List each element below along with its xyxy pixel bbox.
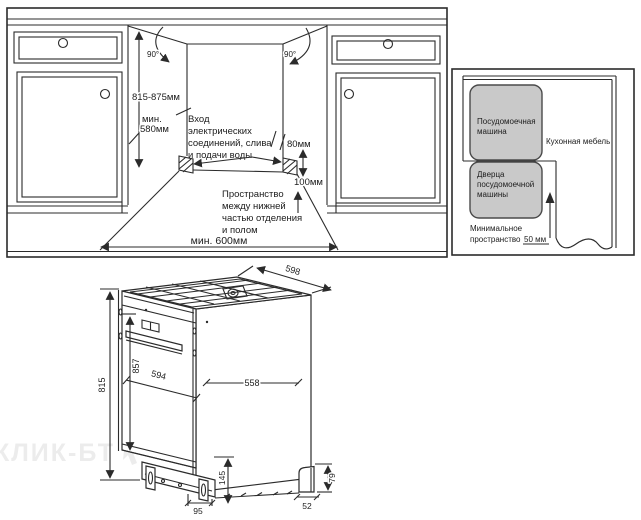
svg-text:857: 857 bbox=[131, 358, 141, 373]
left-wall-stub bbox=[178, 155, 194, 174]
right-cabinet bbox=[326, 25, 447, 214]
depth-label-2: 580мм bbox=[140, 124, 169, 135]
dim-base-height: 145 bbox=[214, 456, 234, 504]
left-cabinet bbox=[7, 25, 129, 214]
niche-width-dim: мин. 600мм bbox=[100, 234, 338, 252]
inlet-note: Вход электрических соединений, слива и п… bbox=[188, 114, 282, 168]
base-assembly bbox=[141, 461, 216, 502]
svg-text:52: 52 bbox=[302, 501, 312, 511]
furniture-label: Кухонная мебель bbox=[546, 137, 610, 146]
svg-text:598: 598 bbox=[284, 263, 301, 277]
min-space-value: 50 мм bbox=[524, 235, 546, 244]
niche-width-label: мин. 600мм bbox=[191, 235, 248, 247]
front-left-foot bbox=[145, 465, 156, 491]
dimensions-drawing: 815 857 594 558 bbox=[96, 262, 339, 518]
svg-text:Вход: Вход bbox=[188, 114, 210, 125]
angle-marks: 90° 90° bbox=[146, 26, 311, 65]
top-hole bbox=[227, 288, 239, 298]
svg-text:между нижней: между нижней bbox=[222, 201, 286, 212]
floor-note: Пространство между нижней частью отделен… bbox=[222, 189, 303, 236]
door-label-2: посудомоечной bbox=[477, 180, 534, 189]
svg-text:95: 95 bbox=[193, 506, 203, 516]
svg-text:815: 815 bbox=[97, 377, 107, 392]
door-knob bbox=[99, 88, 111, 100]
rear-foot bbox=[298, 465, 315, 493]
inlet-leader bbox=[193, 156, 282, 168]
furniture-outline bbox=[462, 75, 617, 250]
depth-label-1: мин. bbox=[142, 114, 162, 125]
top-frame-details bbox=[123, 278, 303, 314]
door-label-3: машины bbox=[477, 190, 508, 199]
control-display bbox=[141, 319, 160, 333]
break-curve bbox=[555, 237, 613, 250]
dim-foot-height: 79 bbox=[315, 463, 339, 493]
dim-80-label: 80мм bbox=[287, 139, 311, 150]
dim-overall-height: 815 bbox=[96, 288, 140, 481]
clearance-diagram: Посудомоечная машина Дверца посудомоечно… bbox=[451, 68, 635, 256]
dishwasher-label-2: машина bbox=[477, 127, 507, 136]
installation-frame bbox=[6, 7, 448, 258]
door-knob bbox=[343, 88, 355, 100]
min-space-label-2: пространство bbox=[470, 235, 521, 244]
front-door-details bbox=[117, 290, 209, 490]
front-right-foot bbox=[198, 478, 209, 502]
angle-right-label: 90° bbox=[284, 50, 296, 59]
angle-left-label: 90° bbox=[147, 50, 159, 59]
min-space-dim: Минимальное пространство 50 мм bbox=[470, 192, 555, 245]
drawer-knob bbox=[57, 37, 69, 49]
watermark-text: КЛИК-БТ bbox=[0, 438, 115, 467]
min-space-label-1: Минимальное bbox=[470, 224, 523, 233]
svg-text:частью отделения: частью отделения bbox=[222, 213, 302, 224]
dim-base-offset: 95 bbox=[184, 494, 216, 518]
dim-door-height: 857 bbox=[122, 313, 143, 451]
dishwasher-door-block bbox=[469, 161, 543, 219]
side-panel bbox=[195, 294, 312, 493]
niche-height-dim: 815-875мм bbox=[131, 31, 181, 168]
dim-body-depth: 558 bbox=[202, 377, 303, 390]
svg-text:и подачи воды: и подачи воды bbox=[188, 150, 252, 161]
svg-text:и полом: и полом bbox=[222, 225, 258, 236]
dim-foot-width: 52 bbox=[293, 493, 321, 513]
clearance-frame bbox=[451, 68, 635, 256]
svg-text:Пространство: Пространство bbox=[222, 189, 284, 200]
up-arrow-icon bbox=[545, 192, 555, 203]
dishwasher-label-1: Посудомоечная bbox=[477, 117, 536, 126]
right-wall-stub bbox=[282, 157, 298, 176]
svg-text:558: 558 bbox=[244, 378, 259, 388]
svg-text:соединений, слива: соединений, слива bbox=[188, 138, 272, 149]
ground-and-rear-foot bbox=[214, 465, 315, 499]
drawer-knob bbox=[382, 38, 394, 50]
niche-height-label: 815-875мм bbox=[132, 92, 180, 103]
gap-dims: 80мм 100мм bbox=[270, 130, 324, 190]
svg-text:145: 145 bbox=[217, 471, 227, 485]
niche-depth-dim: мин. 580мм bbox=[128, 107, 192, 145]
svg-text:электрических: электрических bbox=[188, 126, 252, 137]
door-label-1: Дверца bbox=[477, 170, 505, 179]
installation-diagram: 90° 90° 815-875мм мин. 580мм Вход электр… bbox=[6, 7, 448, 258]
dim-100-label: 100мм bbox=[294, 177, 323, 188]
dishwasher-block bbox=[469, 84, 543, 161]
svg-text:79: 79 bbox=[327, 473, 337, 483]
